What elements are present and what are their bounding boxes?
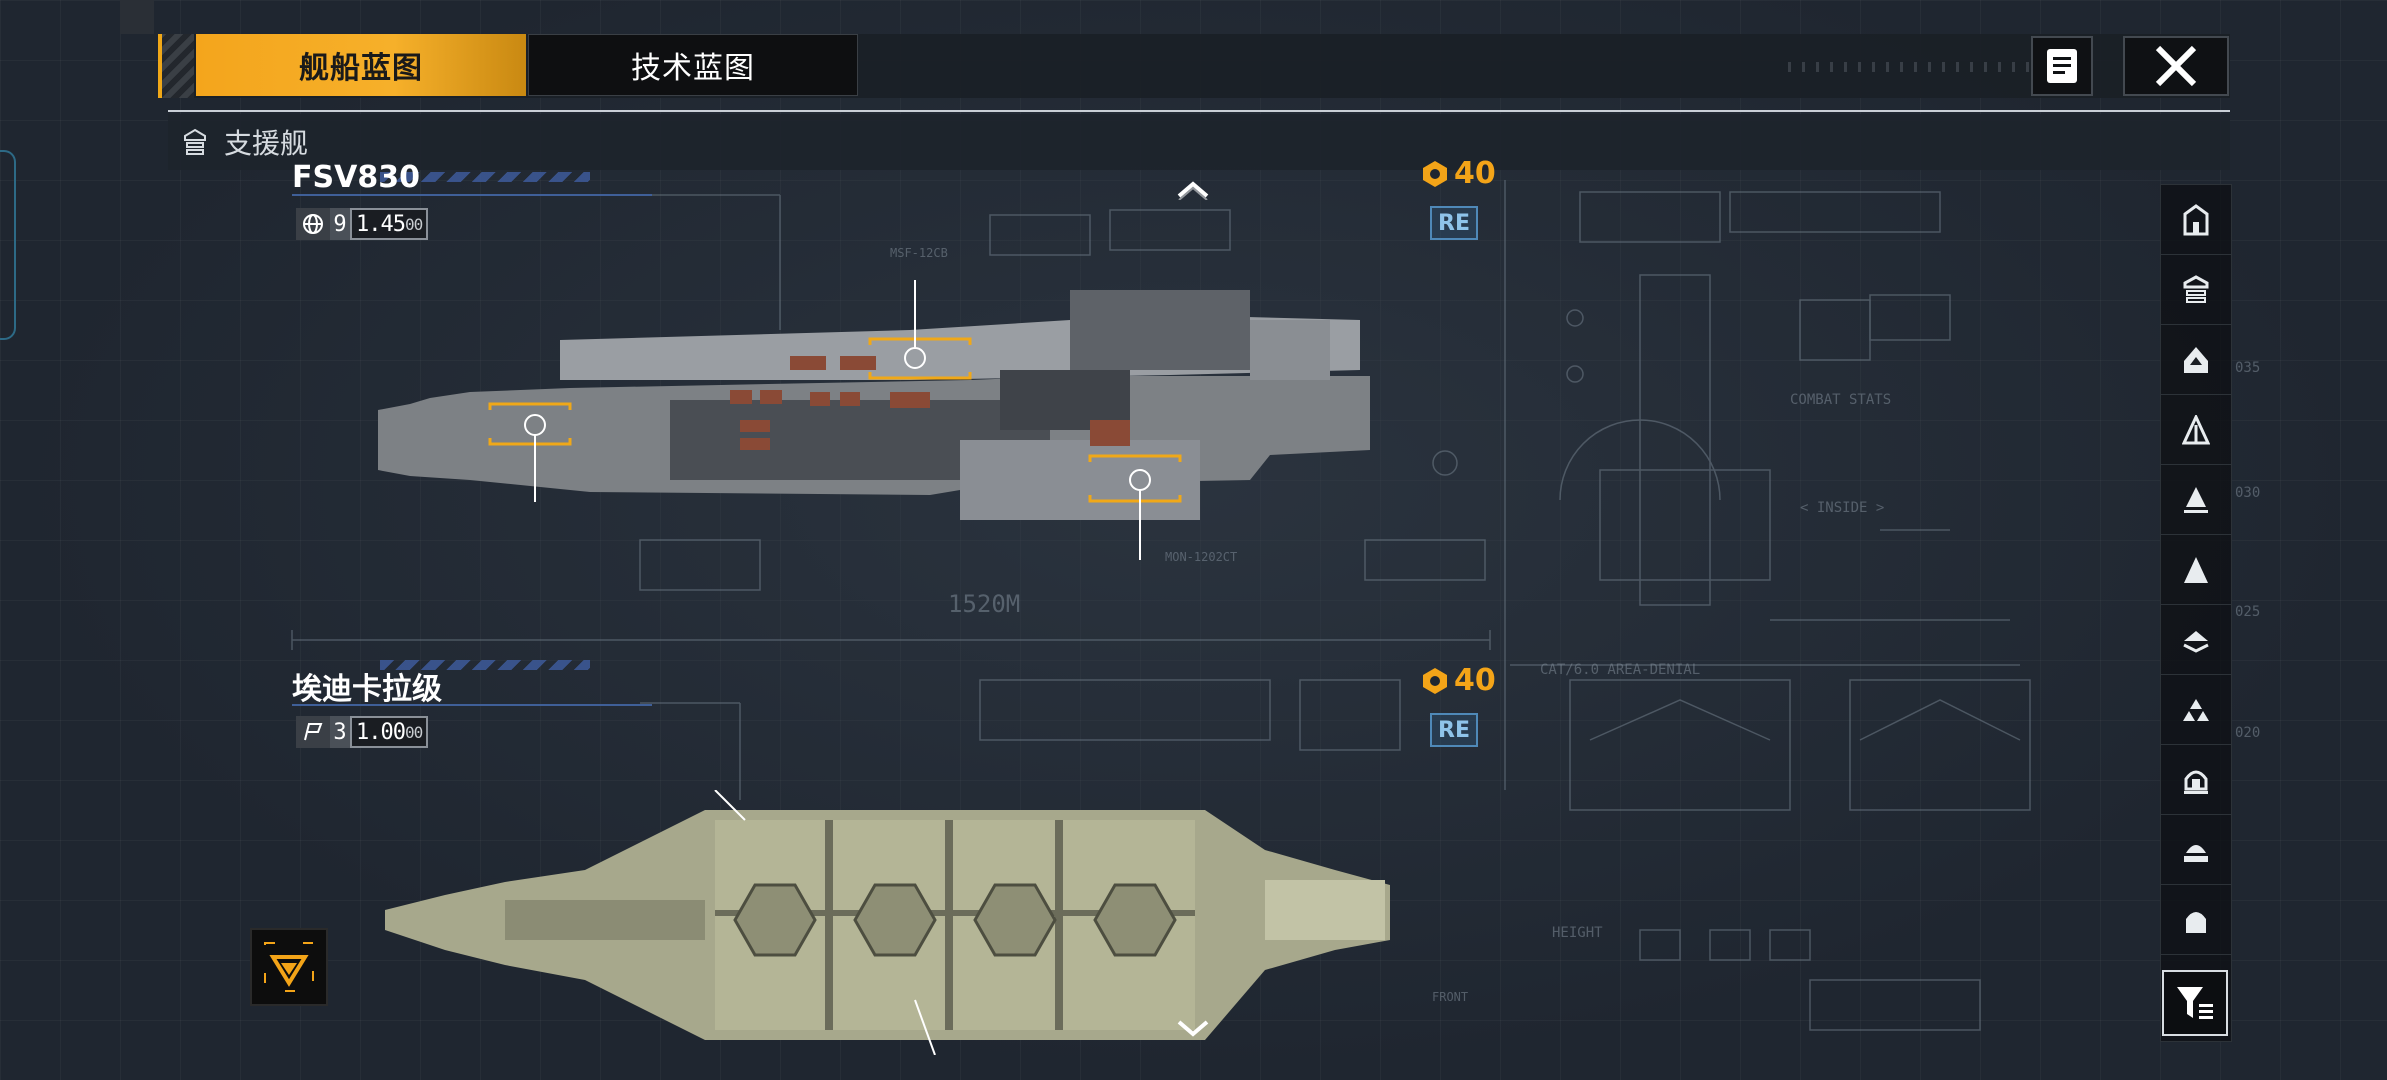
ship-class-nav bbox=[2160, 184, 2232, 1042]
bg-front-label: FRONT bbox=[1432, 990, 1469, 1004]
corner-mark bbox=[120, 0, 154, 34]
nav-ship-class-4[interactable] bbox=[2161, 395, 2231, 465]
ship-2-name[interactable]: 埃迪卡拉级 bbox=[290, 660, 450, 712]
ship-1-value-main: 1.45 bbox=[356, 211, 406, 237]
nav-ship-class-3[interactable] bbox=[2161, 325, 2231, 395]
filter-button[interactable] bbox=[2162, 970, 2228, 1036]
ship-class-11-icon bbox=[2186, 911, 2206, 933]
bg-scale-1: 035 bbox=[2235, 360, 2261, 376]
ship-2-cost-value: 40 bbox=[1454, 663, 1496, 698]
top-bar-accent bbox=[158, 34, 194, 98]
ship-class-9-icon bbox=[2184, 770, 2208, 794]
ship-1-cost: 40 bbox=[1420, 156, 1496, 191]
bg-inside-label: < INSIDE > bbox=[1800, 500, 1885, 516]
ship-2-value-suffix: 00 bbox=[404, 722, 423, 742]
notes-button[interactable] bbox=[2031, 36, 2093, 96]
ship-1-cost-value: 40 bbox=[1454, 156, 1496, 191]
tab-tech-blueprint[interactable]: 技术蓝图 bbox=[528, 34, 858, 96]
bg-area-denial-label: CAT/6.0 AREA-DENIAL bbox=[1540, 662, 1701, 678]
ship-2-model[interactable] bbox=[385, 790, 1395, 1055]
nav-ship-class-2[interactable] bbox=[2161, 255, 2231, 325]
category-header: 支援舰 bbox=[168, 114, 2230, 170]
filter-icon bbox=[2177, 987, 2213, 1019]
nav-ship-class-6[interactable] bbox=[2161, 535, 2231, 605]
ship-class-8-icon bbox=[2183, 698, 2209, 721]
nav-ship-class-9[interactable] bbox=[2161, 745, 2231, 815]
ship-1-name-stripes bbox=[380, 172, 590, 182]
ship-1-level: 9 bbox=[330, 208, 350, 240]
ship-1-name-rule bbox=[292, 194, 652, 196]
triangle-emblem-icon bbox=[264, 942, 314, 992]
ship-class-3-icon bbox=[2184, 346, 2208, 373]
ship-1-name[interactable]: FSV830 bbox=[290, 156, 428, 199]
ship-class-7-icon bbox=[2183, 630, 2209, 653]
cost-icon bbox=[1423, 667, 1447, 694]
globe-icon bbox=[296, 208, 330, 240]
cost-icon bbox=[1423, 160, 1447, 187]
bg-height-label: HEIGHT bbox=[1552, 925, 1603, 941]
ship-2-level: 3 bbox=[330, 716, 350, 748]
ship-2-cost: 40 bbox=[1420, 663, 1496, 698]
nav-ship-class-7[interactable] bbox=[2161, 605, 2231, 675]
bg-module-2-label: MON-1202CT bbox=[1165, 550, 1238, 564]
nav-ship-class-11[interactable] bbox=[2161, 885, 2231, 955]
chevron-down-icon bbox=[1177, 1020, 1209, 1037]
top-bar-decoration bbox=[1788, 62, 2088, 72]
category-label: 支援舰 bbox=[224, 127, 309, 160]
ship-2-value-main: 1.00 bbox=[356, 719, 406, 745]
bg-module-1-label: MSF-12CB bbox=[890, 246, 948, 260]
bg-scale-4: 020 bbox=[2235, 725, 2261, 741]
support-ship-icon bbox=[2183, 274, 2209, 303]
ship-1-model[interactable] bbox=[370, 280, 1390, 570]
tab-ship-blueprint[interactable]: 舰船蓝图 bbox=[196, 34, 526, 96]
ship-class-6-icon bbox=[2184, 556, 2208, 583]
support-ship-icon bbox=[180, 127, 210, 157]
bg-combat-stats-label: COMBAT STATS bbox=[1790, 392, 1892, 408]
ship-class-5-icon bbox=[2184, 486, 2208, 513]
top-bar: 舰船蓝图 技术蓝图 bbox=[158, 34, 2230, 98]
ship-class-10-icon bbox=[2184, 844, 2208, 862]
nav-ship-class-10[interactable] bbox=[2161, 815, 2231, 885]
ship-2-name-rule bbox=[292, 704, 652, 706]
bg-scale-2: 030 bbox=[2235, 485, 2261, 501]
flag-icon bbox=[296, 716, 330, 748]
ship-1-value-suffix: 00 bbox=[404, 214, 423, 234]
nav-ship-class-1[interactable] bbox=[2161, 185, 2231, 255]
bg-scale-3: 025 bbox=[2235, 604, 2261, 620]
chevron-up-icon bbox=[1177, 181, 1209, 200]
ship-class-1-icon bbox=[2183, 203, 2209, 235]
ship-2-re-badge: RE bbox=[1430, 713, 1478, 747]
top-divider bbox=[168, 110, 2230, 112]
scroll-down-arrow[interactable] bbox=[1176, 1018, 1210, 1040]
ship-1-re-badge: RE bbox=[1430, 206, 1478, 240]
close-button[interactable] bbox=[2123, 36, 2229, 96]
close-icon bbox=[2155, 45, 2197, 87]
quick-action-button[interactable] bbox=[250, 928, 328, 1006]
ship-class-4-icon bbox=[2182, 414, 2210, 444]
bg-length-label: 1520M bbox=[948, 590, 1021, 618]
nav-ship-class-5[interactable] bbox=[2161, 465, 2231, 535]
scroll-up-arrow[interactable] bbox=[1176, 178, 1210, 200]
ship-2-name-stripes bbox=[380, 660, 590, 670]
left-edge-tab[interactable] bbox=[0, 150, 16, 340]
notes-icon bbox=[2047, 49, 2077, 83]
nav-ship-class-8[interactable] bbox=[2161, 675, 2231, 745]
